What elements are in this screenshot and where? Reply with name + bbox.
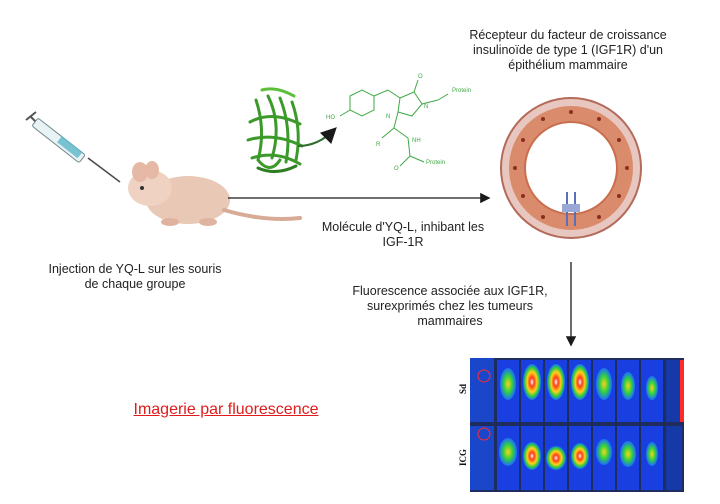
receptor-line-2: insulinoïde de type 1 (IGF1R) d'un — [473, 43, 663, 57]
injection-line-1: Injection de YQ-L sur les souris — [48, 262, 222, 276]
chromophore-structure — [339, 79, 449, 167]
mammary-epithelium-icon — [500, 97, 642, 239]
chem-o1: O — [418, 74, 423, 80]
protein-structure-icon — [246, 87, 304, 173]
row-label-icg: ICG — [458, 449, 468, 466]
row-label-sd: Sd — [458, 384, 468, 394]
imaging-row-icg — [470, 426, 682, 490]
chem-nh: NH — [412, 138, 421, 144]
chem-n2: N — [386, 114, 390, 120]
receptor-line-1: Récepteur du facteur de croissance — [469, 28, 667, 42]
fluorescence-line-1: Fluorescence associée aux IGF1R, — [352, 284, 548, 298]
fluorescence-image-panel — [470, 358, 684, 492]
molecule-line-1: Molécule d'YQ-L, inhibant les — [321, 220, 485, 234]
receptor-label: Récepteur du facteur de croissance insul… — [448, 28, 688, 73]
chem-o2: O — [394, 166, 399, 172]
imaging-row-sd — [470, 358, 684, 422]
chem-protein-bottom: Protein — [426, 160, 445, 166]
fluorescence-line-2: surexprimés chez les tumeurs — [366, 299, 534, 313]
receptor-line-3: épithélium mammaire — [508, 58, 628, 72]
injection-label: Injection de YQ-L sur les souris de chaq… — [30, 262, 240, 292]
fluorescence-label: Fluorescence associée aux IGF1R, surexpr… — [330, 284, 570, 329]
molecule-label: Molécule d'YQ-L, inhibant les IGF-1R — [298, 220, 508, 250]
chem-protein-top: Protein — [452, 88, 471, 94]
fluorescence-line-3: mammaires — [417, 314, 483, 328]
chem-n1: N — [424, 104, 428, 110]
injection-line-2: de chaque groupe — [84, 277, 186, 291]
chem-r: R — [376, 142, 381, 148]
conversion-arrow — [297, 127, 337, 147]
mouse-icon — [128, 161, 302, 226]
imaging-title: Imagerie par fluorescence — [133, 401, 319, 418]
syringe-icon — [25, 111, 121, 183]
chem-ho: HO — [326, 115, 335, 121]
molecule-line-2: IGF-1R — [382, 235, 424, 249]
